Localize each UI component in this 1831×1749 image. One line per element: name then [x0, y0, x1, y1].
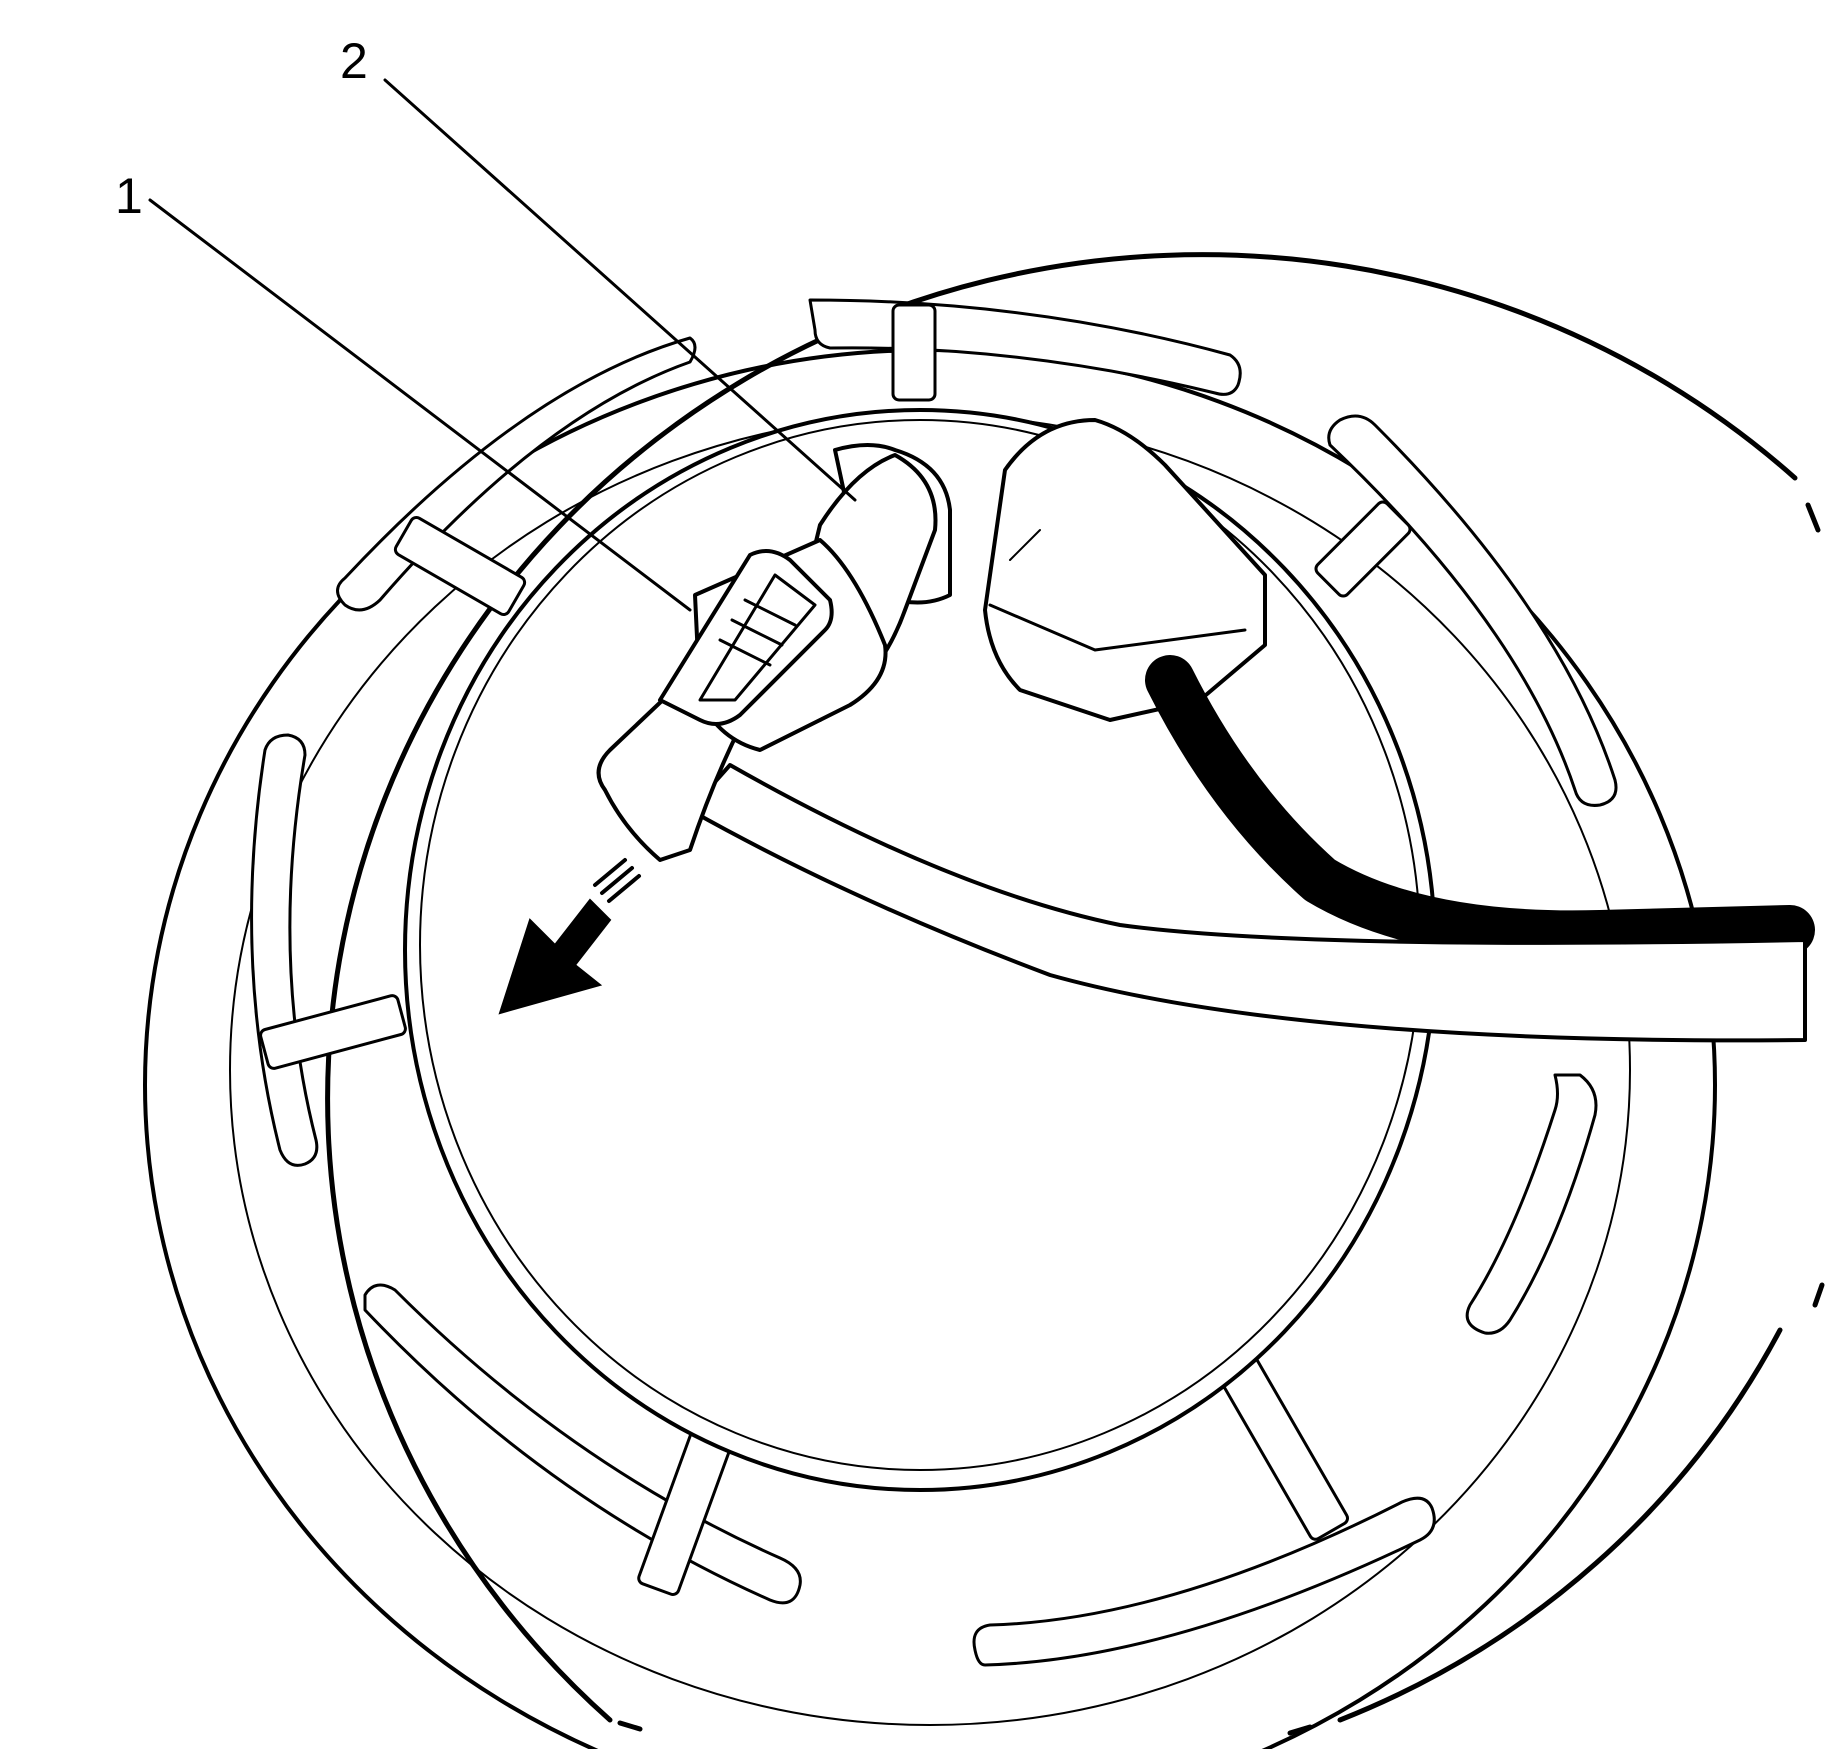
removal-direction-arrow	[498, 858, 641, 1015]
retainer-clip	[658, 549, 834, 726]
wiring-harness-conduit	[1145, 655, 1815, 961]
outer-ring	[325, 252, 1825, 1736]
callout-label-1: 1	[115, 168, 143, 224]
flange-slots	[250, 298, 1618, 1667]
electrical-connector	[983, 418, 1267, 722]
callout-label-2: 2	[340, 33, 368, 89]
leader-lines	[148, 78, 857, 612]
